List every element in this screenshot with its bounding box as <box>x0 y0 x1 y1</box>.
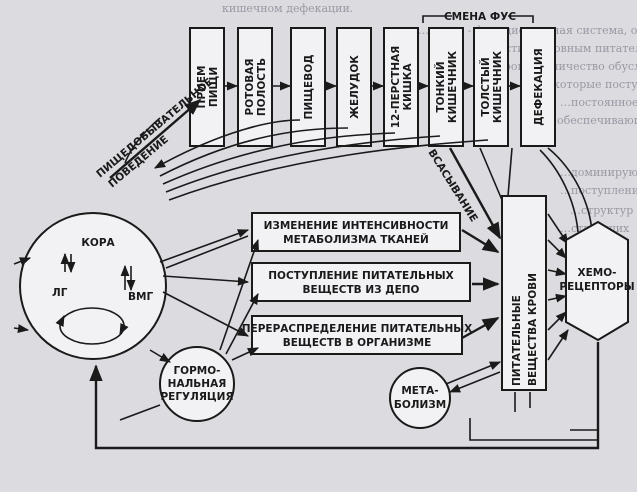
bg-line: …поступления ингредиентов из депо <box>560 184 637 197</box>
bottom-feedback-loop <box>89 342 600 450</box>
kora-label: КОРА <box>81 237 115 249</box>
smena-fus-label: СМЕНА ФУС <box>444 11 516 23</box>
bg-line: …которые поступ- <box>542 78 637 91</box>
effect-box-depo: ПОСТУПЛЕНИЕ ПИТАТЕЛЬНЫХ ВЕЩЕСТВ ИЗ ДЕПО <box>251 262 471 302</box>
effect-label: ВЕЩЕСТВ В ОРГАНИЗМЕ <box>283 337 432 349</box>
effect-box-pereras: ПЕРЕРАСПРЕДЕЛЕНИЕ ПИТАТЕЛЬНЫХ ВЕЩЕСТВ В О… <box>242 315 473 355</box>
chemoreceptors-hexagon: ХЕМО- РЕЦЕПТОРЫ <box>559 220 635 342</box>
metabolism-line-2: БОЛИЗМ <box>394 399 446 411</box>
bg-line: …постоянное <box>560 96 637 109</box>
bg-line: …структур пищевых <box>570 204 637 217</box>
process-label: ЖЕЛУДОК <box>349 55 361 119</box>
process-label: ДЕФЕКАЦИЯ <box>533 48 545 125</box>
process-label: ТОНКИЙ <box>434 61 447 112</box>
blood-line-2: ВЕЩЕСТВА КРОВИ <box>527 273 539 386</box>
cortex-circle: КОРА ЛГ ВМГ <box>13 212 167 360</box>
effects-to-blood <box>461 228 500 340</box>
process-label: ПРИЕМ <box>196 66 208 109</box>
process-label: ПОЛОСТЬ <box>256 58 268 116</box>
effect-label: МЕТАБОЛИЗМА ТКАНЕЙ <box>283 233 429 246</box>
bg-line: …ности. Основным питательных <box>480 42 637 55</box>
bg-line: …обеспечивающ <box>546 114 637 127</box>
blood-nutrients-box: ПИТАТЕЛЬНЫЕ ВЕЩЕСТВА КРОВИ <box>501 195 547 391</box>
chemo-line-1: ХЕМО- <box>577 267 616 279</box>
process-box-defekaciya: ДЕФЕКАЦИЯ <box>520 27 556 147</box>
process-label: КИШКА <box>402 63 414 111</box>
cortex-to-effects <box>159 229 250 337</box>
chemo-line-2: РЕЦЕПТОРЫ <box>559 281 634 293</box>
effect-label: ИЗМЕНЕНИЕ ИНТЕНСИВНОСТИ <box>264 220 449 232</box>
hormonal-circle: ГОРМО- НАЛЬНАЯ РЕГУЛЯЦИЯ <box>119 238 260 422</box>
process-label: РОТОВАЯ <box>244 59 256 116</box>
effect-label: ПОСТУПЛЕНИЕ ПИТАТЕЛЬНЫХ <box>268 270 453 282</box>
process-label: 12-ПЕРСТНАЯ <box>390 46 402 129</box>
feedback-curves <box>124 117 489 201</box>
smena-fus-bracket: СМЕНА ФУС <box>422 10 534 23</box>
process-label: КИШЕЧНИК <box>447 51 459 124</box>
metabolism-circle: МЕТА- БОЛИЗМ <box>389 361 531 429</box>
effect-label: ВЕЩЕСТВ ИЗ ДЕПО <box>303 284 420 296</box>
blood-line-1: ПИТАТЕЛЬНЫЕ <box>511 295 523 386</box>
vmg-label: ВМГ <box>128 291 153 303</box>
lg-label: ЛГ <box>52 287 68 299</box>
bg-line: …доминирующ <box>560 166 637 179</box>
effect-label: ПЕРЕРАСПРЕДЕЛЕНИЕ ПИТАТЕЛЬНЫХ <box>242 323 473 335</box>
hormonal-line-3: РЕГУЛЯЦИЯ <box>160 391 233 403</box>
hormonal-line-1: ГОРМО- <box>173 365 220 377</box>
bg-title: кишечном дефекации. <box>222 2 353 15</box>
process-label: ТОЛСТЫЙ <box>479 57 492 116</box>
hormonal-line-2: НАЛЬНАЯ <box>168 378 227 390</box>
process-label: ПИЩИ <box>208 67 220 107</box>
metabolism-line-1: МЕТА- <box>401 385 438 397</box>
process-label: ПИЩЕВОД <box>303 55 315 120</box>
process-box-zheludok: ЖЕЛУДОК <box>336 27 372 147</box>
process-label: КИШЕЧНИК <box>492 51 504 124</box>
blood-to-chemoreceptors <box>539 147 593 361</box>
